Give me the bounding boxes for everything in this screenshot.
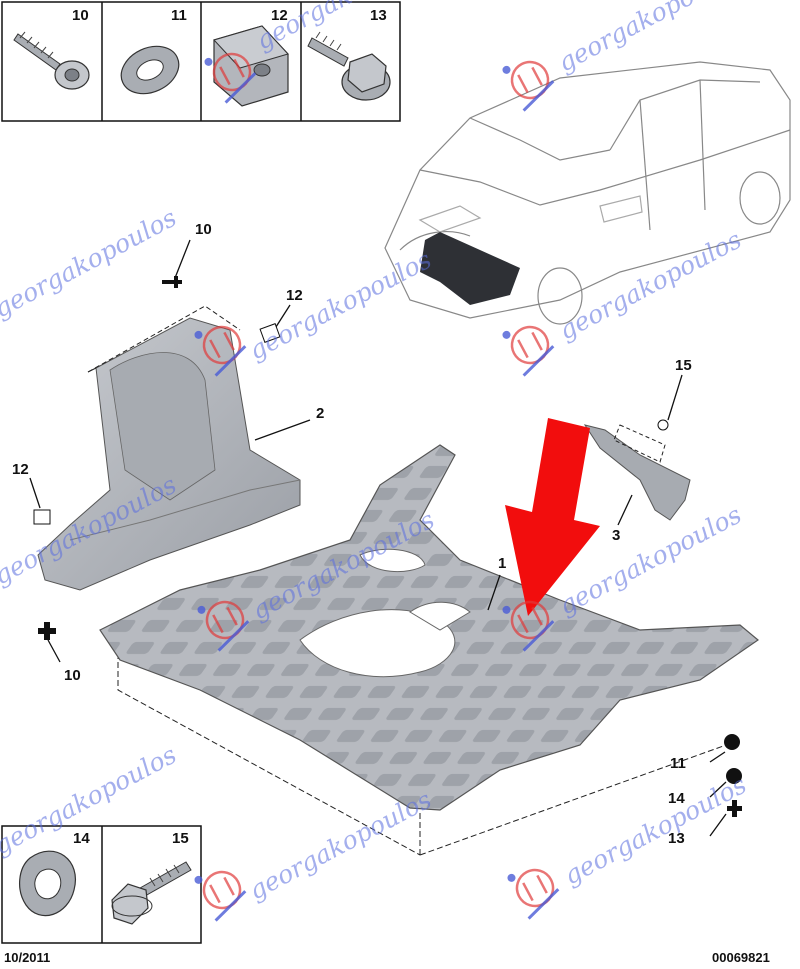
vehicle-outline <box>384 61 791 325</box>
watermark-logo-icon <box>502 600 555 652</box>
undertray-part <box>99 444 759 856</box>
vehicle-undertray-highlight <box>420 232 520 305</box>
callout-leaders <box>29 239 727 837</box>
part-number-10: 10 <box>72 7 89 24</box>
callout-2: 2 <box>316 405 324 422</box>
watermark-logo-icon <box>507 868 560 920</box>
torx-screw-icon <box>13 31 90 90</box>
watermark-logo-icon <box>197 600 250 652</box>
watermark-logo-icon <box>194 870 247 922</box>
callout-13: 13 <box>668 830 685 847</box>
watermark-logo-icon <box>204 52 257 104</box>
watermark-text: georgakopoulos <box>553 0 745 77</box>
watermark-text: georgakopoulos <box>559 770 751 890</box>
watermark-text: georgakopoulos <box>554 500 746 620</box>
part-number-12: 12 <box>271 7 288 24</box>
fastener-markers <box>33 276 742 817</box>
part-number-13: 13 <box>370 7 387 24</box>
parts-box-row-top: 10 11 12 13 <box>1 1 401 122</box>
side-shield-part <box>37 317 301 591</box>
callout-3: 3 <box>612 527 620 544</box>
grommet-icon <box>19 850 76 917</box>
flange-bolt-icon <box>307 31 391 101</box>
watermark-text: georgakopoulos <box>0 203 181 323</box>
side-shield-reference-lines <box>87 305 241 373</box>
callout-12-top: 12 <box>286 287 303 304</box>
watermark-logo-icon <box>502 60 555 112</box>
part-number-11: 11 <box>171 7 187 24</box>
footer-reference: 00069821 <box>712 950 770 965</box>
washer-icon <box>120 45 180 95</box>
callout-10-bottom: 10 <box>64 667 81 684</box>
callout-10-top: 10 <box>195 221 212 238</box>
red-indicator-arrow <box>505 418 600 616</box>
callout-12-left: 12 <box>12 461 29 478</box>
callout-14: 14 <box>668 790 685 807</box>
watermark-logo-icon <box>194 325 247 377</box>
watermark-text: georgakopoulos <box>244 785 436 905</box>
footer-date: 10/2011 <box>4 950 50 965</box>
parts-box-row-bottom: 14 15 <box>1 825 202 944</box>
part-number-14: 14 <box>73 830 90 847</box>
callout-15: 15 <box>675 357 692 374</box>
callout-1: 1 <box>498 555 506 572</box>
clip-nut-icon <box>213 25 289 107</box>
hex-bolt-icon <box>111 861 192 925</box>
callout-11: 11 <box>670 755 686 772</box>
bracket-part <box>583 424 691 521</box>
part-number-15: 15 <box>172 830 189 847</box>
watermark-text: georgakopoulos <box>244 245 436 365</box>
watermark-logo-icon <box>502 325 555 377</box>
watermark-text: georgakopoulos <box>554 225 746 345</box>
